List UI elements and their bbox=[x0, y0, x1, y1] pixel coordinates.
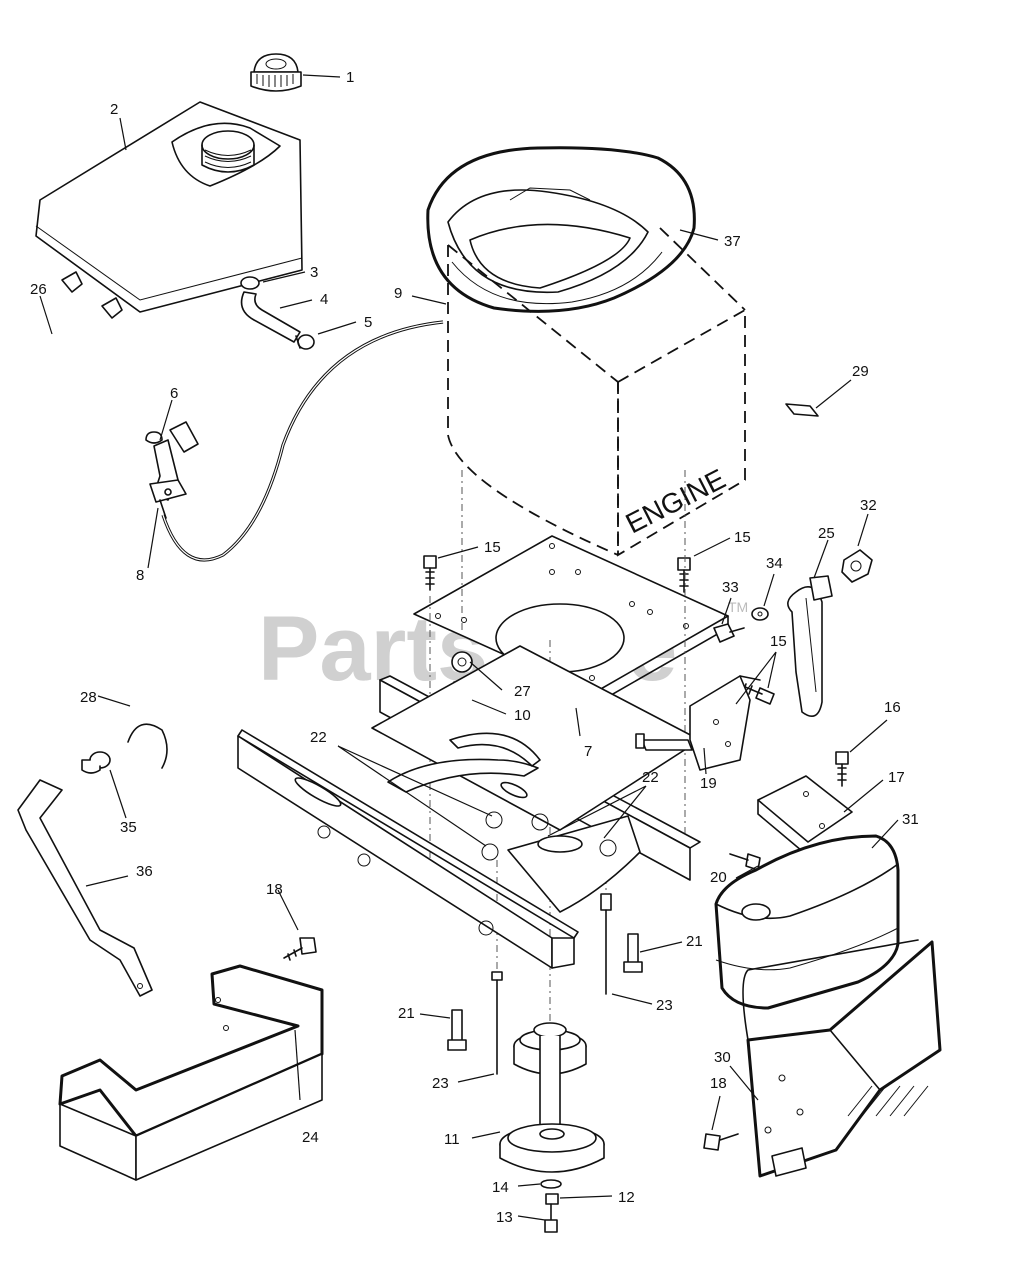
bolt-13-part[interactable] bbox=[544, 1203, 558, 1233]
bolt-15-left[interactable] bbox=[423, 555, 437, 591]
bolt-16-part[interactable] bbox=[835, 751, 849, 787]
callout-14: 14 bbox=[492, 1179, 509, 1196]
bolt-15-right[interactable] bbox=[677, 557, 691, 593]
callout-25: 25 bbox=[818, 525, 835, 542]
rod-36-part[interactable] bbox=[17, 779, 153, 997]
callout-33: 33 bbox=[722, 579, 739, 596]
callout-31: 31 bbox=[902, 811, 919, 828]
watermark-tm: TM bbox=[728, 599, 748, 615]
callout-19: 19 bbox=[700, 775, 717, 792]
muffler-part[interactable] bbox=[714, 834, 900, 1010]
callout-1: 1 bbox=[346, 69, 354, 86]
bushing-35-part[interactable] bbox=[81, 751, 111, 774]
gasket-32-part[interactable] bbox=[841, 549, 873, 583]
leader-lines bbox=[39, 74, 899, 1221]
callout-24: 24 bbox=[302, 1129, 319, 1146]
callout-36: 36 bbox=[136, 863, 153, 880]
washer-14-part[interactable] bbox=[540, 1179, 562, 1189]
callout-4: 4 bbox=[320, 291, 328, 308]
bolt-21-right[interactable] bbox=[623, 933, 643, 973]
callout-12: 12 bbox=[618, 1189, 635, 1206]
callout-23a: 23 bbox=[432, 1075, 449, 1092]
heat-shield-part[interactable] bbox=[742, 939, 942, 1178]
callout-30: 30 bbox=[714, 1049, 731, 1066]
callout-16: 16 bbox=[884, 699, 901, 716]
callout-5: 5 bbox=[364, 314, 372, 331]
callout-27: 27 bbox=[514, 683, 531, 700]
bolt-18-lower[interactable] bbox=[703, 1133, 739, 1151]
callout-13: 13 bbox=[496, 1209, 513, 1226]
frame-assembly-part[interactable] bbox=[237, 645, 701, 969]
gas-cap-part[interactable] bbox=[250, 53, 302, 92]
callout-8: 8 bbox=[136, 567, 144, 584]
washer-34-part[interactable] bbox=[751, 607, 769, 621]
callout-23b: 23 bbox=[656, 997, 673, 1014]
bracket-19-part[interactable] bbox=[635, 675, 761, 771]
exhaust-pipe-part[interactable] bbox=[787, 575, 833, 718]
washer-27-part[interactable] bbox=[451, 651, 473, 673]
blower-shroud-part[interactable] bbox=[426, 146, 696, 313]
bolt-18-upper[interactable] bbox=[283, 937, 317, 961]
callout-20: 20 bbox=[710, 869, 727, 886]
callout-21b: 21 bbox=[686, 933, 703, 950]
callout-22a: 22 bbox=[310, 729, 327, 746]
callout-6: 6 bbox=[170, 385, 178, 402]
callout-15a: 15 bbox=[484, 539, 501, 556]
engine-label: ENGINE bbox=[621, 463, 731, 539]
callout-15c: 15 bbox=[770, 633, 787, 650]
bolt-23-right[interactable] bbox=[600, 893, 612, 995]
callout-29: 29 bbox=[852, 363, 869, 380]
callout-labels: 1 2 3 4 5 6 7 8 9 10 11 12 13 14 15 15 1… bbox=[30, 69, 919, 1226]
callout-9: 9 bbox=[394, 285, 402, 302]
pulley-assembly-part[interactable] bbox=[499, 1022, 605, 1173]
callout-18a: 18 bbox=[266, 881, 283, 898]
callout-7: 7 bbox=[584, 743, 592, 760]
guard-24-part[interactable] bbox=[58, 964, 324, 1181]
bolt-23-left[interactable] bbox=[491, 971, 503, 1075]
callout-26: 26 bbox=[30, 281, 47, 298]
callout-2: 2 bbox=[110, 101, 118, 118]
callout-3: 3 bbox=[310, 264, 318, 281]
callout-15b: 15 bbox=[734, 529, 751, 546]
callout-22b: 22 bbox=[642, 769, 659, 786]
callout-32: 32 bbox=[860, 497, 877, 514]
callout-18b: 18 bbox=[710, 1075, 727, 1092]
callout-28: 28 bbox=[80, 689, 97, 706]
fuel-line-part[interactable] bbox=[240, 276, 315, 350]
nut-33-part[interactable] bbox=[713, 623, 745, 643]
callout-17: 17 bbox=[888, 769, 905, 786]
callout-37: 37 bbox=[724, 233, 741, 250]
callout-21a: 21 bbox=[398, 1005, 415, 1022]
callout-34: 34 bbox=[766, 555, 783, 572]
lock-washer-12-part[interactable] bbox=[545, 1193, 559, 1205]
throttle-control-part[interactable] bbox=[145, 320, 444, 562]
bolt-21-left[interactable] bbox=[447, 1009, 467, 1051]
callout-35: 35 bbox=[120, 819, 137, 836]
clip-part[interactable] bbox=[785, 403, 819, 417]
callout-11: 11 bbox=[444, 1131, 460, 1148]
fuel-tank-part[interactable] bbox=[35, 101, 303, 319]
callout-10: 10 bbox=[514, 707, 531, 724]
spring-clip-28-part[interactable] bbox=[127, 723, 168, 769]
muffler-bracket-part[interactable] bbox=[757, 775, 853, 857]
